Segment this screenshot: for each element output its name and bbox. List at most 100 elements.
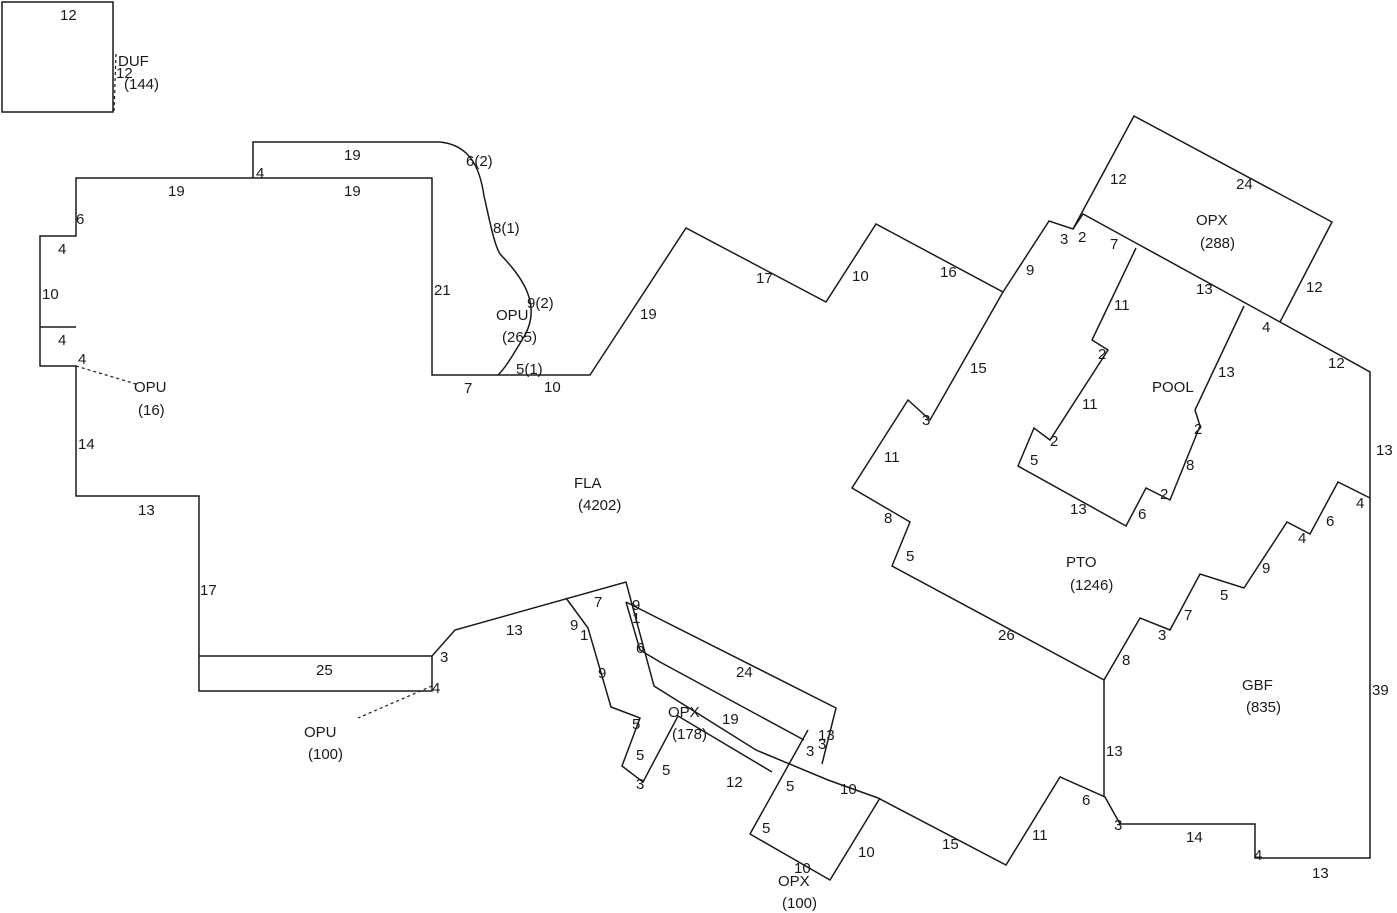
dim-label: 12 (116, 65, 133, 82)
dim-label: 2 (1050, 433, 1058, 450)
area-duf: DUF (144) (118, 53, 159, 93)
dim-label: 3 (806, 743, 814, 760)
dim-label: 2 (1160, 486, 1168, 503)
svg-text:OPU: OPU (496, 307, 529, 324)
svg-text:(265): (265) (502, 329, 537, 346)
dim-label: 19 (722, 711, 739, 728)
dim-label: 5 (786, 778, 794, 795)
dim-label: 9 (1026, 262, 1034, 279)
svg-text:FLA: FLA (574, 475, 602, 492)
dim-label: 13 (506, 622, 523, 639)
dim-label: 15 (970, 360, 987, 377)
area-opx-100: OPX (100) (778, 873, 817, 912)
dim-label: 9(2) (527, 295, 554, 312)
dim-label: 6 (1326, 513, 1334, 530)
area-labels: DUF (144) OPU (265) OPU (16) FLA (4202) … (118, 53, 1281, 912)
dim-label: 19 (344, 147, 361, 164)
dim-label: 2 (1098, 346, 1106, 363)
area-opu-100: OPU (100) (304, 724, 343, 763)
dim-label: 13 (1106, 743, 1123, 760)
dim-label: 3 (636, 776, 644, 793)
svg-text:(100): (100) (782, 895, 817, 912)
dim-label: 6(2) (466, 153, 493, 170)
dim-label: 5 (662, 762, 670, 779)
dim-label: 3 (818, 736, 826, 753)
dim-label: 19 (344, 183, 361, 200)
dim-label: 7 (464, 380, 472, 397)
area-fla: FLA (4202) (574, 475, 621, 514)
dim-label: 9 (570, 617, 578, 634)
dim-label: 39 (1372, 682, 1389, 699)
dim-label: 4 (58, 332, 66, 349)
dim-label: 4 (78, 351, 86, 368)
dim-label: 12 (726, 774, 743, 791)
svg-text:(16): (16) (138, 402, 165, 419)
dim-label: 10 (852, 268, 869, 285)
dim-label: 11 (1114, 297, 1130, 314)
dim-label: 11 (1032, 827, 1048, 844)
dim-label: 8 (1122, 652, 1130, 669)
dim-label: 9 (1262, 560, 1270, 577)
dim-label: 5 (906, 548, 914, 565)
svg-text:OPU: OPU (134, 379, 167, 396)
dim-label: 7 (594, 594, 602, 611)
svg-text:(178): (178) (672, 726, 707, 743)
duf-outline (1, 1, 117, 113)
dim-label: 4 (256, 165, 264, 182)
dim-label: 11 (884, 449, 900, 466)
dim-label: 4 (1298, 530, 1306, 547)
dim-label: 1 (632, 610, 640, 627)
dim-label: 25 (316, 662, 333, 679)
dim-label: 4 (58, 241, 66, 258)
dim-label: 3 (440, 649, 448, 666)
dim-label: 12 (1328, 355, 1345, 372)
dim-label: 13 (1196, 281, 1213, 298)
dim-label: 19 (640, 306, 657, 323)
pool-outline (1017, 247, 1245, 528)
dim-label: 5 (1220, 587, 1228, 604)
fla-outline (39, 141, 1371, 866)
dim-label: 1 (580, 627, 588, 644)
dim-label: 5 (632, 716, 640, 733)
dim-label: 12 (1110, 171, 1127, 188)
pto-outline (850, 291, 1371, 797)
dim-label: 21 (434, 282, 451, 299)
dim-label: 6 (636, 640, 644, 657)
dim-label: 16 (940, 264, 957, 281)
dim-label: 4 (432, 680, 440, 697)
area-opx-178: OPX (178) (668, 704, 707, 743)
dim-label: 12 (1306, 279, 1323, 296)
dim-label: 17 (200, 582, 217, 599)
dim-label: 6 (1082, 792, 1090, 809)
dim-label: 4 (1262, 319, 1270, 336)
dim-label: 6 (1138, 506, 1146, 523)
area-opx-288: OPX (288) (1196, 212, 1235, 252)
dim-label: 14 (78, 436, 95, 453)
dim-label: 9 (598, 665, 606, 682)
svg-text:(288): (288) (1200, 235, 1235, 252)
dim-label: 14 (1186, 829, 1203, 846)
svg-text:(1246): (1246) (1070, 577, 1113, 594)
dim-label: 5 (636, 747, 644, 764)
dim-label: 3 (922, 412, 930, 429)
dim-label: 6 (76, 211, 84, 228)
area-pool: POOL (1152, 379, 1194, 396)
svg-text:(4202): (4202) (578, 497, 621, 514)
dim-label: 13 (818, 727, 835, 744)
opu-100-leader (357, 685, 433, 719)
dim-label: 10 (858, 844, 875, 861)
dim-label: 24 (1236, 176, 1253, 193)
dim-label: 12 (60, 7, 77, 24)
dim-label: 11 (1082, 396, 1098, 413)
dim-label: 5 (1030, 452, 1038, 469)
dim-label: 3 (1114, 817, 1122, 834)
svg-text:(144): (144) (124, 76, 159, 93)
svg-text:OPX: OPX (668, 704, 700, 721)
svg-text:OPX: OPX (1196, 212, 1228, 229)
dim-label: 7 (1184, 607, 1192, 624)
dim-label: 10 (840, 781, 857, 798)
dim-label: 13 (1070, 501, 1087, 518)
area-opu-16: OPU (16) (134, 379, 167, 419)
